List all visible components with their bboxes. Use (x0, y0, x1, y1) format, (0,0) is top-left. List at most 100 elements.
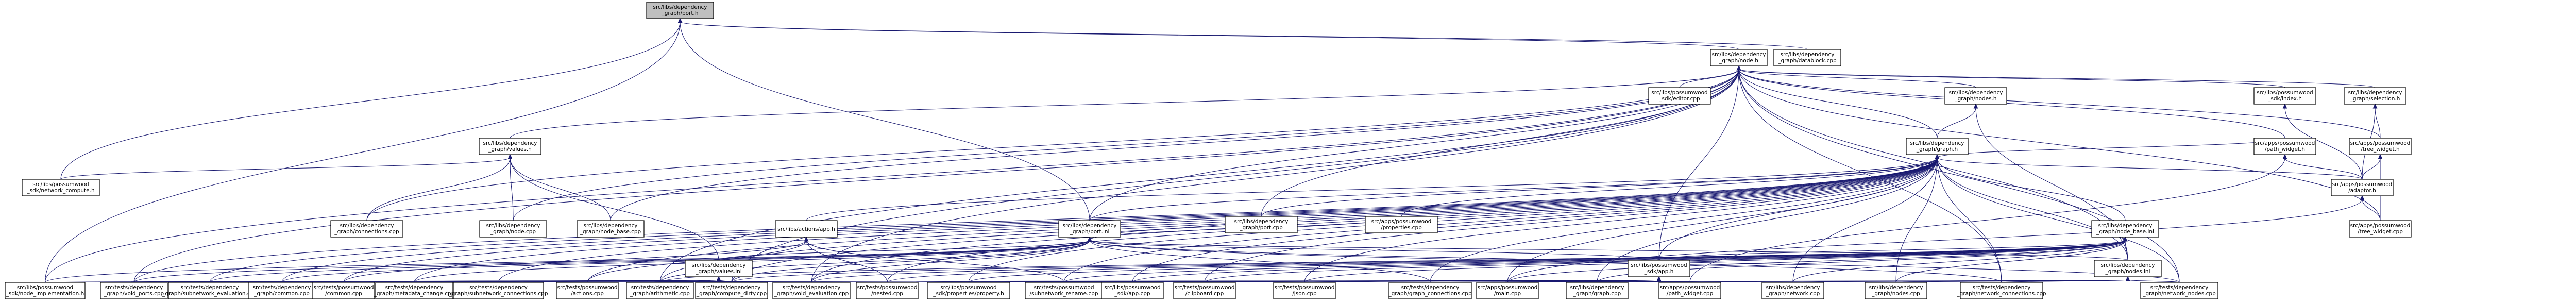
file-node-nodes-cpp[interactable]: src/libs/dependency_graph/nodes.cpp (1865, 282, 1927, 299)
node-label-line: src/tests/dependency (469, 284, 528, 291)
dependency-edge-port_inl-graph_connections_cpp (1087, 236, 1431, 283)
node-label-line: _graph/node_base.cpp (580, 229, 641, 235)
file-node-values-inl[interactable]: src/libs/dependency_graph/values.inl (685, 260, 753, 277)
node-label-line: _graph/nodes.h (1954, 96, 1996, 102)
node-label-line: src/tests/dependency (253, 284, 311, 291)
file-node-network-compute-h[interactable]: src/libs/possumwood_sdk/network_compute.… (22, 179, 100, 196)
node-box (1906, 138, 1969, 155)
file-node-subnetwork-evaluation-cpp[interactable]: src/tests/dependency_graph/subnetwork_ev… (162, 282, 257, 299)
file-node-nodes-h[interactable]: src/libs/dependency_graph/nodes.h (1944, 87, 2007, 105)
file-node-graph-connections-cpp[interactable]: src/tests/dependency_graph/graph_connect… (1388, 282, 1472, 299)
file-node-sdk-index-h[interactable]: src/libs/possumwood_sdk/index.h (2253, 87, 2316, 105)
node-label-line: /main.cpp (1494, 291, 1521, 297)
file-node-tree-widget-h[interactable]: src/apps/possumwood/tree_widget.h (2349, 138, 2412, 155)
node-label-line: src/libs/possumwood (1651, 90, 1707, 96)
node-label-line: src/tests/possumwood (1174, 284, 1234, 291)
file-node-arithmetic-cpp[interactable]: src/tests/dependency_graph/arithmetic.cp… (626, 282, 694, 299)
file-node-common-cpp[interactable]: src/tests/possumwood/common.cpp (312, 282, 375, 299)
node-label-line: _graph/void_evaluation.cpp (774, 291, 849, 297)
node-label-line: src/tests/dependency (2150, 284, 2209, 291)
node-label-line: src/libs/dependency (1062, 223, 1116, 229)
file-node-app-h[interactable]: src/libs/possumwood_sdk/app.h (1628, 260, 1690, 277)
node-box (1388, 282, 1472, 299)
node-label-line: _graph/nodes.cpp (1871, 291, 1920, 297)
file-node-network-cpp[interactable]: src/libs/dependency_graph/network.cpp (1761, 282, 1824, 299)
file-node-datablock-cpp[interactable]: src/libs/dependency_graph/datablock.cpp (1773, 49, 1841, 66)
file-node-adaptor-h[interactable]: src/apps/possumwood/adaptor.h (2331, 179, 2394, 196)
file-node-subnetwork-connections-cpp[interactable]: src/tests/dependency_graph/subnetwork_co… (449, 282, 548, 299)
node-label-line: _graph/subnetwork_connections.cpp (449, 291, 548, 297)
node-label-line: /adaptor.h (2348, 188, 2376, 194)
node-label-line: _graph/selection.h (2350, 96, 2400, 102)
file-node-actions-cpp[interactable]: src/tests/possumwood/actions.cpp (556, 282, 619, 299)
node-box (1648, 87, 1711, 105)
dependency-edge-graph_h-property_h (968, 154, 1940, 283)
node-label-line: src/libs/dependency (1869, 284, 1923, 291)
node-label-line: src/apps/possumwood (1478, 284, 1538, 291)
node-label-line: src/tests/dependency (385, 284, 444, 291)
file-node-metadata-change-cpp[interactable]: src/tests/dependency_graph/metadata_chan… (374, 282, 455, 299)
file-node-path-widget-cpp[interactable]: src/apps/possumwood/path_widget.cpp (1658, 282, 1721, 299)
file-node-properties-cpp[interactable]: src/apps/possumwood/properties.cpp (1365, 216, 1438, 233)
file-node-node-h[interactable]: src/libs/dependency_graph/node.h (1710, 49, 1768, 66)
file-node-sdk-app-cpp[interactable]: src/libs/possumwood_sdk/app.cpp (1101, 282, 1164, 299)
node-box (577, 220, 645, 238)
file-node-path-widget-h[interactable]: src/apps/possumwood/path_widget.h (2253, 138, 2316, 155)
file-node-network-nodes-cpp[interactable]: src/tests/dependency_graph/network_nodes… (2140, 282, 2218, 299)
node-label-line: src/libs/dependency (691, 262, 745, 268)
file-node-actions-app-h[interactable]: src/libs/actions/app.h (775, 220, 838, 238)
node-label-line: _graph/network.cpp (1766, 291, 1820, 297)
file-node-port-cpp[interactable]: src/libs/dependency_graph/port.cpp (1225, 216, 1298, 233)
dependency-edge-node_h-nodes_h (1736, 65, 1976, 88)
file-node-graph-h[interactable]: src/libs/dependency_graph/graph.h (1906, 138, 1969, 155)
dependency-edge-graph_h-node_base_inl (1935, 154, 2126, 221)
file-node-node-cpp[interactable]: src/libs/dependency_graph/node.cpp (479, 220, 547, 238)
node-label-line: src/libs/dependency (1910, 140, 1964, 146)
file-node-connections-cpp[interactable]: src/libs/dependency_graph/connections.cp… (330, 220, 403, 238)
file-node-property-h[interactable]: src/libs/possumwood_sdk/properties/prope… (927, 282, 1010, 299)
file-node-tree-widget-cpp[interactable]: src/apps/possumwood/tree_widget.cpp (2349, 220, 2412, 238)
node-box (927, 282, 1010, 299)
node-label-line: src/apps/possumwood (2350, 223, 2411, 229)
node-label-line: src/libs/dependency (1570, 284, 1624, 291)
file-node-t-common-cpp[interactable]: src/tests/dependency_graph/common.cpp (248, 282, 316, 299)
file-node-void-ports-cpp[interactable]: src/tests/dependency_graph/void_ports.cp… (100, 282, 168, 299)
file-node-clipboard-cpp[interactable]: src/tests/possumwood/clipboard.cpp (1173, 282, 1236, 299)
file-node-node-implementation-h[interactable]: src/libs/possumwood_sdk/node_implementat… (5, 282, 86, 299)
node-label-line: src/libs/possumwood (2257, 90, 2313, 96)
file-node-compute-dirty-cpp[interactable]: src/tests/dependency_graph/compute_dirty… (695, 282, 768, 299)
file-node-subnetwork-rename-cpp[interactable]: src/tests/possumwood/subnetwork_rename.c… (1025, 282, 1103, 299)
file-node-node-base-cpp[interactable]: src/libs/dependency_graph/node_base.cpp (577, 220, 645, 238)
dependency-edge-node_h-connections_cpp (366, 65, 1741, 221)
file-node-network-connections-cpp[interactable]: src/tests/dependency_graph/network_conne… (1956, 282, 2046, 299)
node-label-line: src/tests/possumwood (857, 284, 917, 291)
file-node-graph-cpp[interactable]: src/libs/dependency_graph/graph.cpp (1566, 282, 1629, 299)
file-node-json-cpp[interactable]: src/tests/possumwood/json.cpp (1273, 282, 1336, 299)
node-label-line: /path_widget.h (2265, 146, 2305, 153)
node-box (1225, 216, 1298, 233)
node-label-line: /tree_widget.h (2361, 146, 2399, 153)
dependency-edge-selection_h-tree_widget_h (2372, 103, 2381, 139)
file-node-nested-cpp[interactable]: src/tests/possumwood/nested.cpp (856, 282, 919, 299)
file-node-main-cpp[interactable]: src/apps/possumwood/main.cpp (1476, 282, 1539, 299)
node-box (22, 179, 100, 196)
file-node-nodes-inl[interactable]: src/libs/dependency_graph/nodes.inl (2094, 260, 2162, 277)
file-node-node-base-inl[interactable]: src/libs/dependency_graph/node_base.inl (2091, 220, 2159, 238)
node-label-line: /common.cpp (325, 291, 362, 297)
file-node-void-evaluation-cpp[interactable]: src/tests/dependency_graph/void_evaluati… (772, 282, 851, 299)
node-box (2331, 179, 2394, 196)
node-label-line: _graph/node.h (1719, 58, 1758, 64)
node-box (2140, 282, 2218, 299)
dependency-edge-values_h-node_cpp (507, 154, 514, 221)
file-node-editor-cpp[interactable]: src/libs/possumwood_sdk/editor.cpp (1648, 87, 1711, 105)
dependency-edge-node_base_inl-void_evaluation_cpp (811, 236, 2128, 283)
file-node-selection-h[interactable]: src/libs/dependency_graph/selection.h (2344, 87, 2406, 105)
node-label-line: src/libs/possumwood (1631, 262, 1687, 268)
node-label-line: src/libs/possumwood (17, 284, 73, 291)
node-label-line: src/libs/dependency (486, 223, 540, 229)
file-node-port-inl[interactable]: src/libs/dependency_graph/port.inl (1058, 220, 1121, 238)
node-box (626, 282, 694, 299)
file-node-values-h[interactable]: src/libs/dependency_graph/values.h (479, 138, 541, 155)
dependency-edge-nodes_inl-network_connections_cpp (2001, 276, 2130, 283)
node-box (312, 282, 375, 299)
